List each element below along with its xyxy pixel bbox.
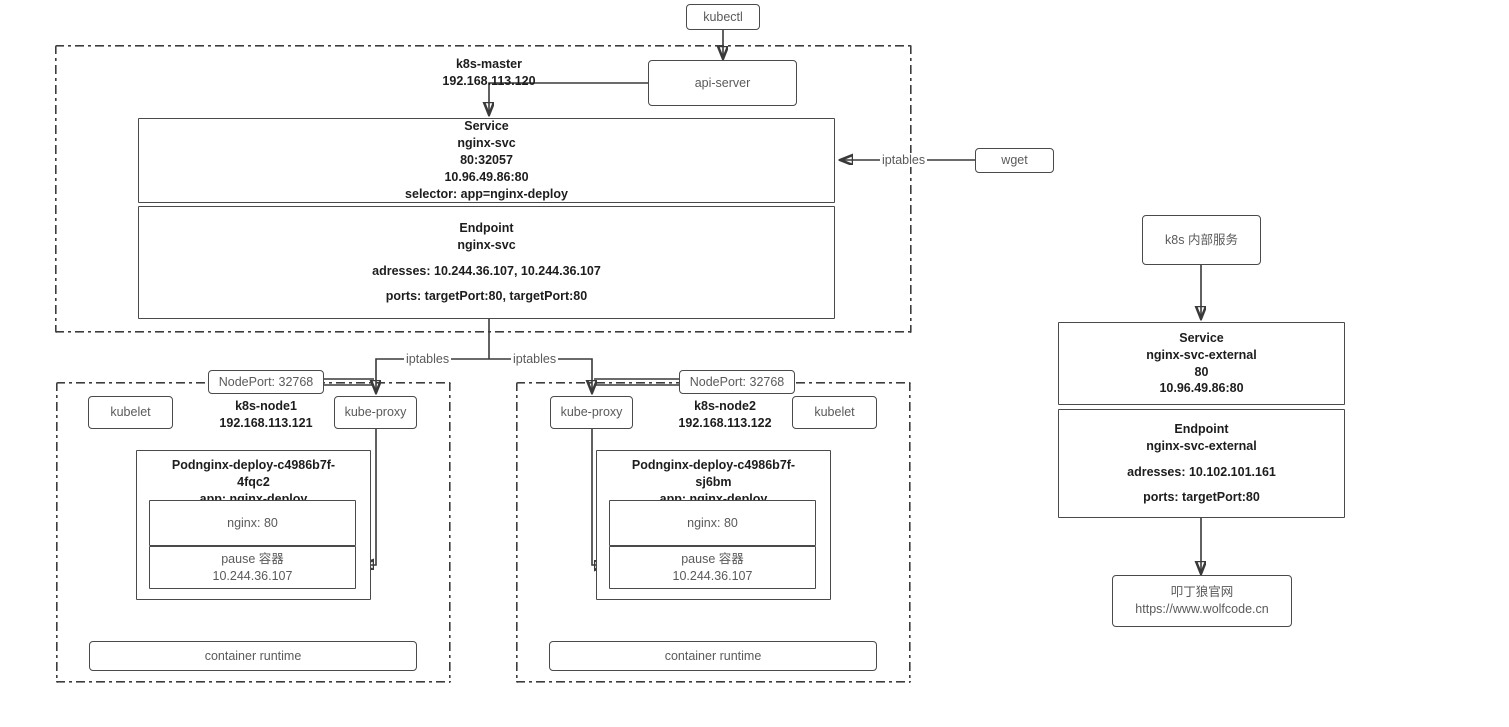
node2-kubelet-box[interactable]: kubelet [792, 396, 877, 429]
k8s-node1-name: k8s-node1 [235, 399, 297, 413]
endpoint-external-name: nginx-svc-external [1146, 438, 1257, 453]
node1-nodeport-label: NodePort: 32768 [218, 374, 314, 389]
node2-nodeport-box[interactable]: NodePort: 32768 [679, 370, 795, 394]
service-external-name: nginx-svc-external [1146, 347, 1257, 362]
endpoint-ports: ports: targetPort:80, targetPort:80 [385, 289, 588, 304]
node2-pause-ip: 10.244.36.107 [672, 568, 753, 583]
service-selector: selector: app=nginx-deploy [405, 186, 568, 201]
service-ports: 80:32057 [460, 153, 513, 168]
endpoint-addresses: adresses: 10.244.36.107, 10.244.36.107 [372, 263, 601, 278]
node1-pod-name-line1: Podnginx-deploy-c4986b7f- [171, 458, 336, 472]
wolfcode-site-box[interactable]: 叩丁狼官网 https://www.wolfcode.cn [1112, 575, 1292, 627]
endpoint-nginx-svc-external-box[interactable]: Endpoint nginx-svc-external adresses: 10… [1058, 409, 1345, 518]
node2-container-runtime-box[interactable]: container runtime [549, 641, 877, 671]
node1-nodeport-box[interactable]: NodePort: 32768 [208, 370, 324, 394]
node1-container-runtime-label: container runtime [204, 648, 302, 663]
iptables-label-wget: iptables [880, 153, 928, 167]
node1-kube-proxy-box[interactable]: kube-proxy [334, 396, 417, 429]
service-external-port: 80 [1194, 364, 1209, 379]
k8s-node2-label: k8s-node2 192.168.113.122 [645, 398, 805, 432]
node2-container-runtime-label: container runtime [664, 648, 762, 663]
node1-kube-proxy-label: kube-proxy [344, 405, 407, 420]
endpoint-name: nginx-svc [457, 237, 516, 252]
node2-nginx-container-box[interactable]: nginx: 80 [609, 500, 816, 546]
api-server-box[interactable]: api-server [648, 60, 797, 106]
node1-kubelet-box[interactable]: kubelet [88, 396, 173, 429]
service-nginx-svc-box[interactable]: Service nginx-svc 80:32057 10.96.49.86:8… [138, 118, 835, 203]
node2-nodeport-label: NodePort: 32768 [689, 374, 785, 389]
k8s-internal-service-label: k8s 内部服务 [1165, 232, 1238, 247]
service-title: Service [464, 119, 509, 134]
endpoint-title: Endpoint [459, 220, 514, 235]
node2-pod-name-line1: Podnginx-deploy-c4986b7f- [631, 458, 796, 472]
iptables-label-node1: iptables [404, 352, 452, 366]
service-external-cluster-ip: 10.96.49.86:80 [1159, 381, 1244, 396]
wolfcode-site-url: https://www.wolfcode.cn [1135, 602, 1269, 616]
endpoint-external-ports: ports: targetPort:80 [1143, 490, 1260, 505]
service-name: nginx-svc [457, 136, 516, 151]
node1-pod-name-line2: 4fqc2 [237, 474, 270, 489]
k8s-node2-ip: 192.168.113.122 [678, 415, 772, 430]
kubectl-label: kubectl [703, 9, 743, 24]
endpoint-nginx-svc-box[interactable]: Endpoint nginx-svc adresses: 10.244.36.1… [138, 206, 835, 319]
k8s-node2-name: k8s-node2 [694, 399, 756, 413]
endpoint-external-addresses: adresses: 10.102.101.161 [1127, 464, 1276, 479]
kubectl-box[interactable]: kubectl [686, 4, 760, 30]
wget-label: wget [1001, 153, 1028, 168]
k8s-master-name: k8s-master [455, 57, 522, 71]
node2-kube-proxy-box[interactable]: kube-proxy [550, 396, 633, 429]
k8s-node1-ip: 192.168.113.121 [219, 415, 313, 430]
node1-pause-container-box[interactable]: pause 容器 10.244.36.107 [149, 546, 356, 589]
k8s-node1-label: k8s-node1 192.168.113.121 [186, 398, 346, 432]
service-external-title: Service [1179, 330, 1224, 345]
node1-nginx-label: nginx: 80 [227, 515, 278, 530]
node1-pause-label: pause 容器 [221, 551, 284, 566]
node1-nginx-container-box[interactable]: nginx: 80 [149, 500, 356, 546]
node1-container-runtime-box[interactable]: container runtime [89, 641, 417, 671]
k8s-master-label: k8s-master 192.168.113.120 [399, 56, 579, 90]
k8s-internal-service-box[interactable]: k8s 内部服务 [1142, 215, 1261, 265]
node2-kubelet-label: kubelet [814, 405, 855, 420]
node2-pause-label: pause 容器 [681, 551, 744, 566]
node2-nginx-label: nginx: 80 [687, 515, 738, 530]
node2-kube-proxy-label: kube-proxy [560, 405, 623, 420]
node2-pause-container-box[interactable]: pause 容器 10.244.36.107 [609, 546, 816, 589]
node2-pod-name-line2: sj6bm [695, 474, 732, 489]
wolfcode-site-name: 叩丁狼官网 [1170, 585, 1234, 600]
node1-pause-ip: 10.244.36.107 [212, 568, 293, 583]
service-cluster-ip: 10.96.49.86:80 [444, 169, 529, 184]
k8s-master-ip: 192.168.113.120 [442, 73, 536, 88]
endpoint-external-title: Endpoint [1174, 421, 1229, 436]
service-nginx-svc-external-box[interactable]: Service nginx-svc-external 80 10.96.49.8… [1058, 322, 1345, 405]
node1-kubelet-label: kubelet [110, 405, 151, 420]
iptables-label-node2: iptables [511, 352, 559, 366]
wget-box[interactable]: wget [975, 148, 1054, 173]
api-server-label: api-server [694, 75, 751, 90]
